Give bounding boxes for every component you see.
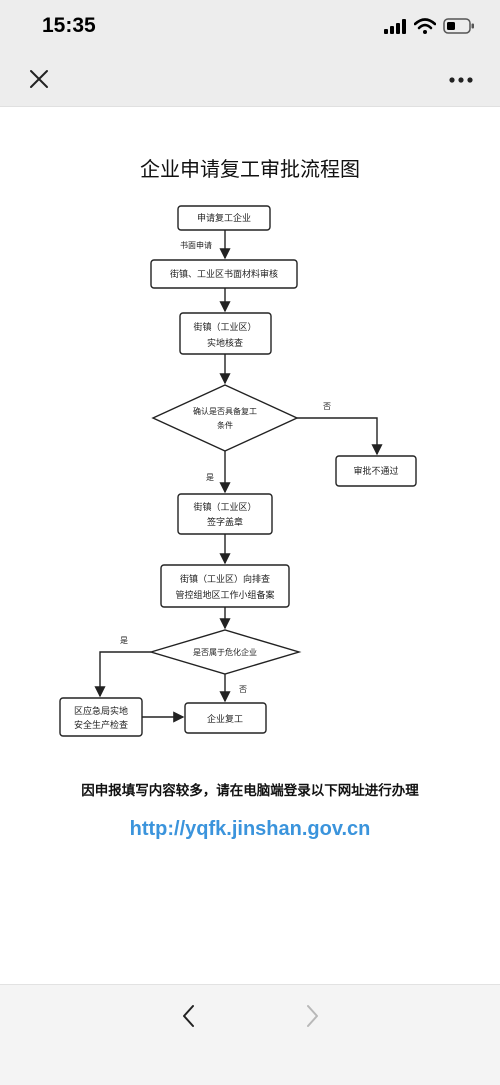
flow-arrow (94, 651, 151, 698)
status-time: 15:35 (42, 14, 96, 37)
flow-arrow (297, 417, 383, 456)
wifi-icon (414, 18, 436, 34)
flow-text-reject: 审批不通过 (353, 465, 398, 477)
flow-text-sign-2: 签字盖章 (207, 516, 243, 528)
flow-text-safety-2: 安全生产检查 (74, 719, 128, 731)
flow-text-sign-1: 街镇（工业区） (193, 501, 256, 513)
flow-decision-conditions (151, 384, 299, 452)
bottom-nav-bar (0, 984, 500, 1085)
nav-bar (0, 52, 500, 107)
flow-text-file-1: 街镇（工业区）向排查 (180, 573, 270, 585)
flow-node-reject (335, 455, 417, 487)
chevron-right-icon[interactable] (303, 1004, 321, 1028)
signal-icon (384, 19, 406, 34)
flow-text-file-2: 管控组地区工作小组备案 (175, 589, 274, 601)
flow-text-resume: 企业复工 (207, 713, 243, 725)
close-icon[interactable] (29, 69, 49, 89)
flow-node-review (150, 259, 298, 289)
flow-label-yes-2: 是 (120, 636, 128, 645)
flow-text-safety-1: 区应急局实地 (74, 705, 128, 717)
instruction-note: 因申报填写内容较多，请在电脑端登录以下网址进行办理 (81, 783, 419, 799)
flow-decision-hazardous (148, 629, 302, 675)
document-title: 企业申请复工审批流程图 (140, 157, 360, 181)
flow-text-decision1-2: 条件 (217, 420, 233, 430)
page-content (0, 107, 500, 984)
flow-text-decision1-1: 确认是否具备复工 (193, 406, 257, 416)
chevron-left-icon[interactable] (180, 1004, 198, 1028)
status-bar: 15:35 (0, 0, 500, 52)
flow-text-inspect-2: 实地核查 (207, 337, 243, 349)
flow-label-no-1: 否 (323, 402, 331, 411)
flow-label-written-application: 书面申请 (180, 240, 212, 250)
flow-label-no-2: 否 (239, 685, 247, 694)
battery-icon (443, 18, 474, 34)
flow-text-inspect-1: 街镇（工业区） (193, 321, 256, 333)
flow-node-start (177, 205, 271, 231)
flow-node-resume (184, 702, 267, 734)
flow-text-review: 街镇、工业区书面材料审核 (170, 268, 278, 280)
flow-text-start: 申请复工企业 (197, 212, 251, 224)
flow-text-decision2: 是否属于危化企业 (193, 647, 257, 657)
website-link[interactable]: http://yqfk.jinshan.gov.cn (129, 818, 371, 840)
flow-label-yes-1: 是 (206, 473, 214, 482)
more-icon[interactable] (448, 76, 474, 84)
flow-node-sign (177, 493, 273, 535)
